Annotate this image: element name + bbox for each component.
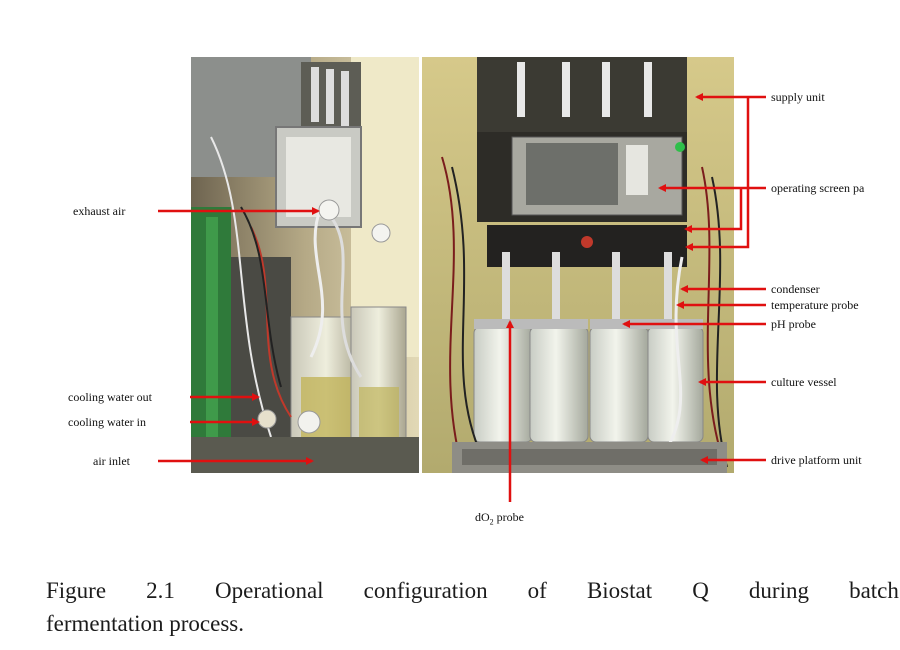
label-temperature-probe: temperature probe bbox=[771, 298, 859, 312]
caption-word: Biostat bbox=[586, 578, 653, 603]
caption-word: of bbox=[527, 578, 547, 603]
caption-line-2: fermentation process. bbox=[46, 611, 244, 636]
do2-prefix: dO bbox=[475, 510, 490, 524]
label-do2-probe: dO2 probe bbox=[475, 510, 524, 529]
label-supply-unit: supply unit bbox=[771, 90, 825, 104]
do2-suffix: probe bbox=[493, 510, 524, 524]
caption-word: 2.1 bbox=[146, 578, 175, 603]
culture-vessels bbox=[473, 319, 704, 443]
label-ph-probe: pH probe bbox=[771, 317, 816, 331]
figure-caption: Figure 2.1 Operational configuration of Biost… bbox=[46, 574, 900, 640]
label-drive-platform-unit: drive platform unit bbox=[771, 453, 862, 467]
label-cooling-water-in: cooling water in bbox=[68, 415, 146, 429]
caption-word: Operational bbox=[215, 578, 324, 603]
label-cooling-water-out: cooling water out bbox=[68, 390, 152, 404]
caption-word: configuration bbox=[363, 578, 488, 603]
caption-word: Figure bbox=[46, 578, 107, 603]
label-condenser: condenser bbox=[771, 282, 820, 296]
caption-line-1: Figure 2.1 Operational configuration of Biost… bbox=[46, 574, 899, 607]
label-air-inlet: air inlet bbox=[93, 454, 130, 468]
photo-left-bioreactor-side-view bbox=[191, 57, 419, 473]
label-exhaust-air: exhaust air bbox=[73, 204, 126, 218]
label-culture-vessel: culture vessel bbox=[771, 375, 837, 389]
do2-subscript: 2 bbox=[489, 517, 494, 527]
label-operating-screen: operating screen pa bbox=[771, 181, 865, 195]
caption-word: during bbox=[748, 578, 809, 603]
photo-right-bioreactor-front-view bbox=[422, 57, 734, 473]
photo-right-illustration bbox=[422, 57, 734, 473]
caption-word: batch bbox=[849, 578, 899, 603]
photo-left-illustration bbox=[191, 57, 419, 473]
caption-word: Q bbox=[692, 578, 709, 603]
